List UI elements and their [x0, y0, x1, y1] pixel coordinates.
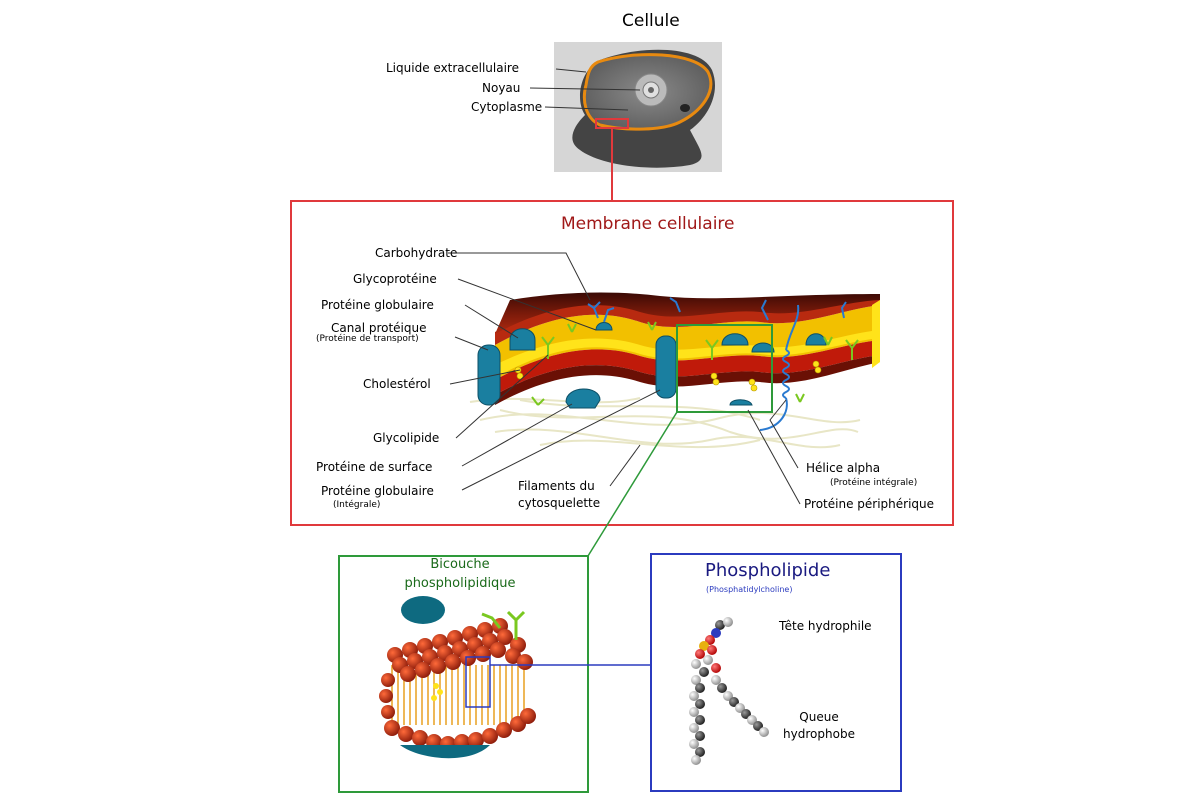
glyco-chains — [531, 321, 859, 406]
label-nucleus: Noyau — [482, 81, 521, 95]
label-surface-protein: Protéine de surface — [316, 460, 433, 474]
alpha-helix — [759, 304, 800, 431]
label-hydrophobic-tail-line1: Queue — [799, 710, 839, 724]
integral-protein — [655, 335, 677, 399]
label-hydrophilic-head: Tête hydrophile — [779, 619, 872, 633]
phospholipid-molecule — [689, 617, 769, 765]
bilayer-protein-bottom — [400, 745, 490, 759]
bilayer-cholesterol — [431, 683, 443, 701]
zoom-marker-bilayer — [465, 656, 491, 708]
label-globular-protein: Protéine globulaire — [321, 298, 434, 312]
bilayer-top-heads — [387, 618, 533, 682]
surface-protein — [565, 388, 601, 409]
label-peripheral-protein: Protéine périphérique — [804, 497, 935, 511]
membrane-proteins — [477, 322, 827, 409]
membrane-slab — [495, 292, 880, 405]
label-cholesterol: Cholestérol — [363, 377, 431, 391]
label-cytoplasm: Cytoplasme — [471, 100, 543, 114]
label-integral-globular-protein: Protéine globulaire — [321, 484, 434, 498]
phospholipid-subtitle: (Phosphatidylcholine) — [706, 585, 793, 594]
cell-panel — [529, 42, 722, 201]
cell-title: Cellule — [622, 11, 680, 31]
channel-protein — [477, 344, 501, 406]
membrane-title: Membrane cellulaire — [561, 214, 735, 234]
peripheral-protein — [729, 399, 753, 406]
bilayer-protein-top — [401, 596, 445, 624]
carbohydrate-chains — [587, 297, 847, 323]
bilayer-title-line1: Bicouche — [430, 557, 490, 572]
zoom-marker-membrane — [676, 324, 773, 413]
phospholipid-panel — [650, 553, 902, 792]
label-extracellular-fluid: Liquide extracellulaire — [386, 61, 519, 75]
label-filaments-line1: Filaments du — [518, 479, 595, 493]
organelle — [680, 104, 690, 112]
label-carbohydrate: Carbohydrate — [375, 246, 458, 260]
membrane-panel — [290, 200, 954, 557]
phospholipid-title: Phospholipide — [705, 560, 831, 581]
label-alpha-helix: Hélice alpha — [806, 461, 881, 475]
membrane-leader-lines — [448, 252, 801, 505]
label-glycoprotein: Glycoprotéine — [353, 272, 437, 286]
label-filaments-line2: cytosquelette — [518, 496, 601, 510]
label-hydrophobic-tail-line2: hydrophobe — [783, 727, 855, 741]
label-protein-channel-sub: (Protéine de transport) — [316, 334, 419, 344]
phospholipid-frame — [650, 553, 902, 792]
cholesterol — [514, 360, 822, 392]
bilayer-panel — [338, 555, 651, 793]
bilayer-glyco — [481, 610, 526, 640]
label-glycolipid: Glycolipide — [373, 431, 440, 445]
globular-protein — [509, 328, 536, 351]
label-alpha-helix-sub: (Protéine intégrale) — [830, 478, 918, 488]
bilayer-title-line2: phospholipidique — [404, 576, 516, 591]
label-integral-sub: (Intégrale) — [333, 500, 381, 510]
label-protein-channel: Canal protéique — [331, 321, 427, 335]
zoom-connector-membrane — [587, 411, 678, 557]
